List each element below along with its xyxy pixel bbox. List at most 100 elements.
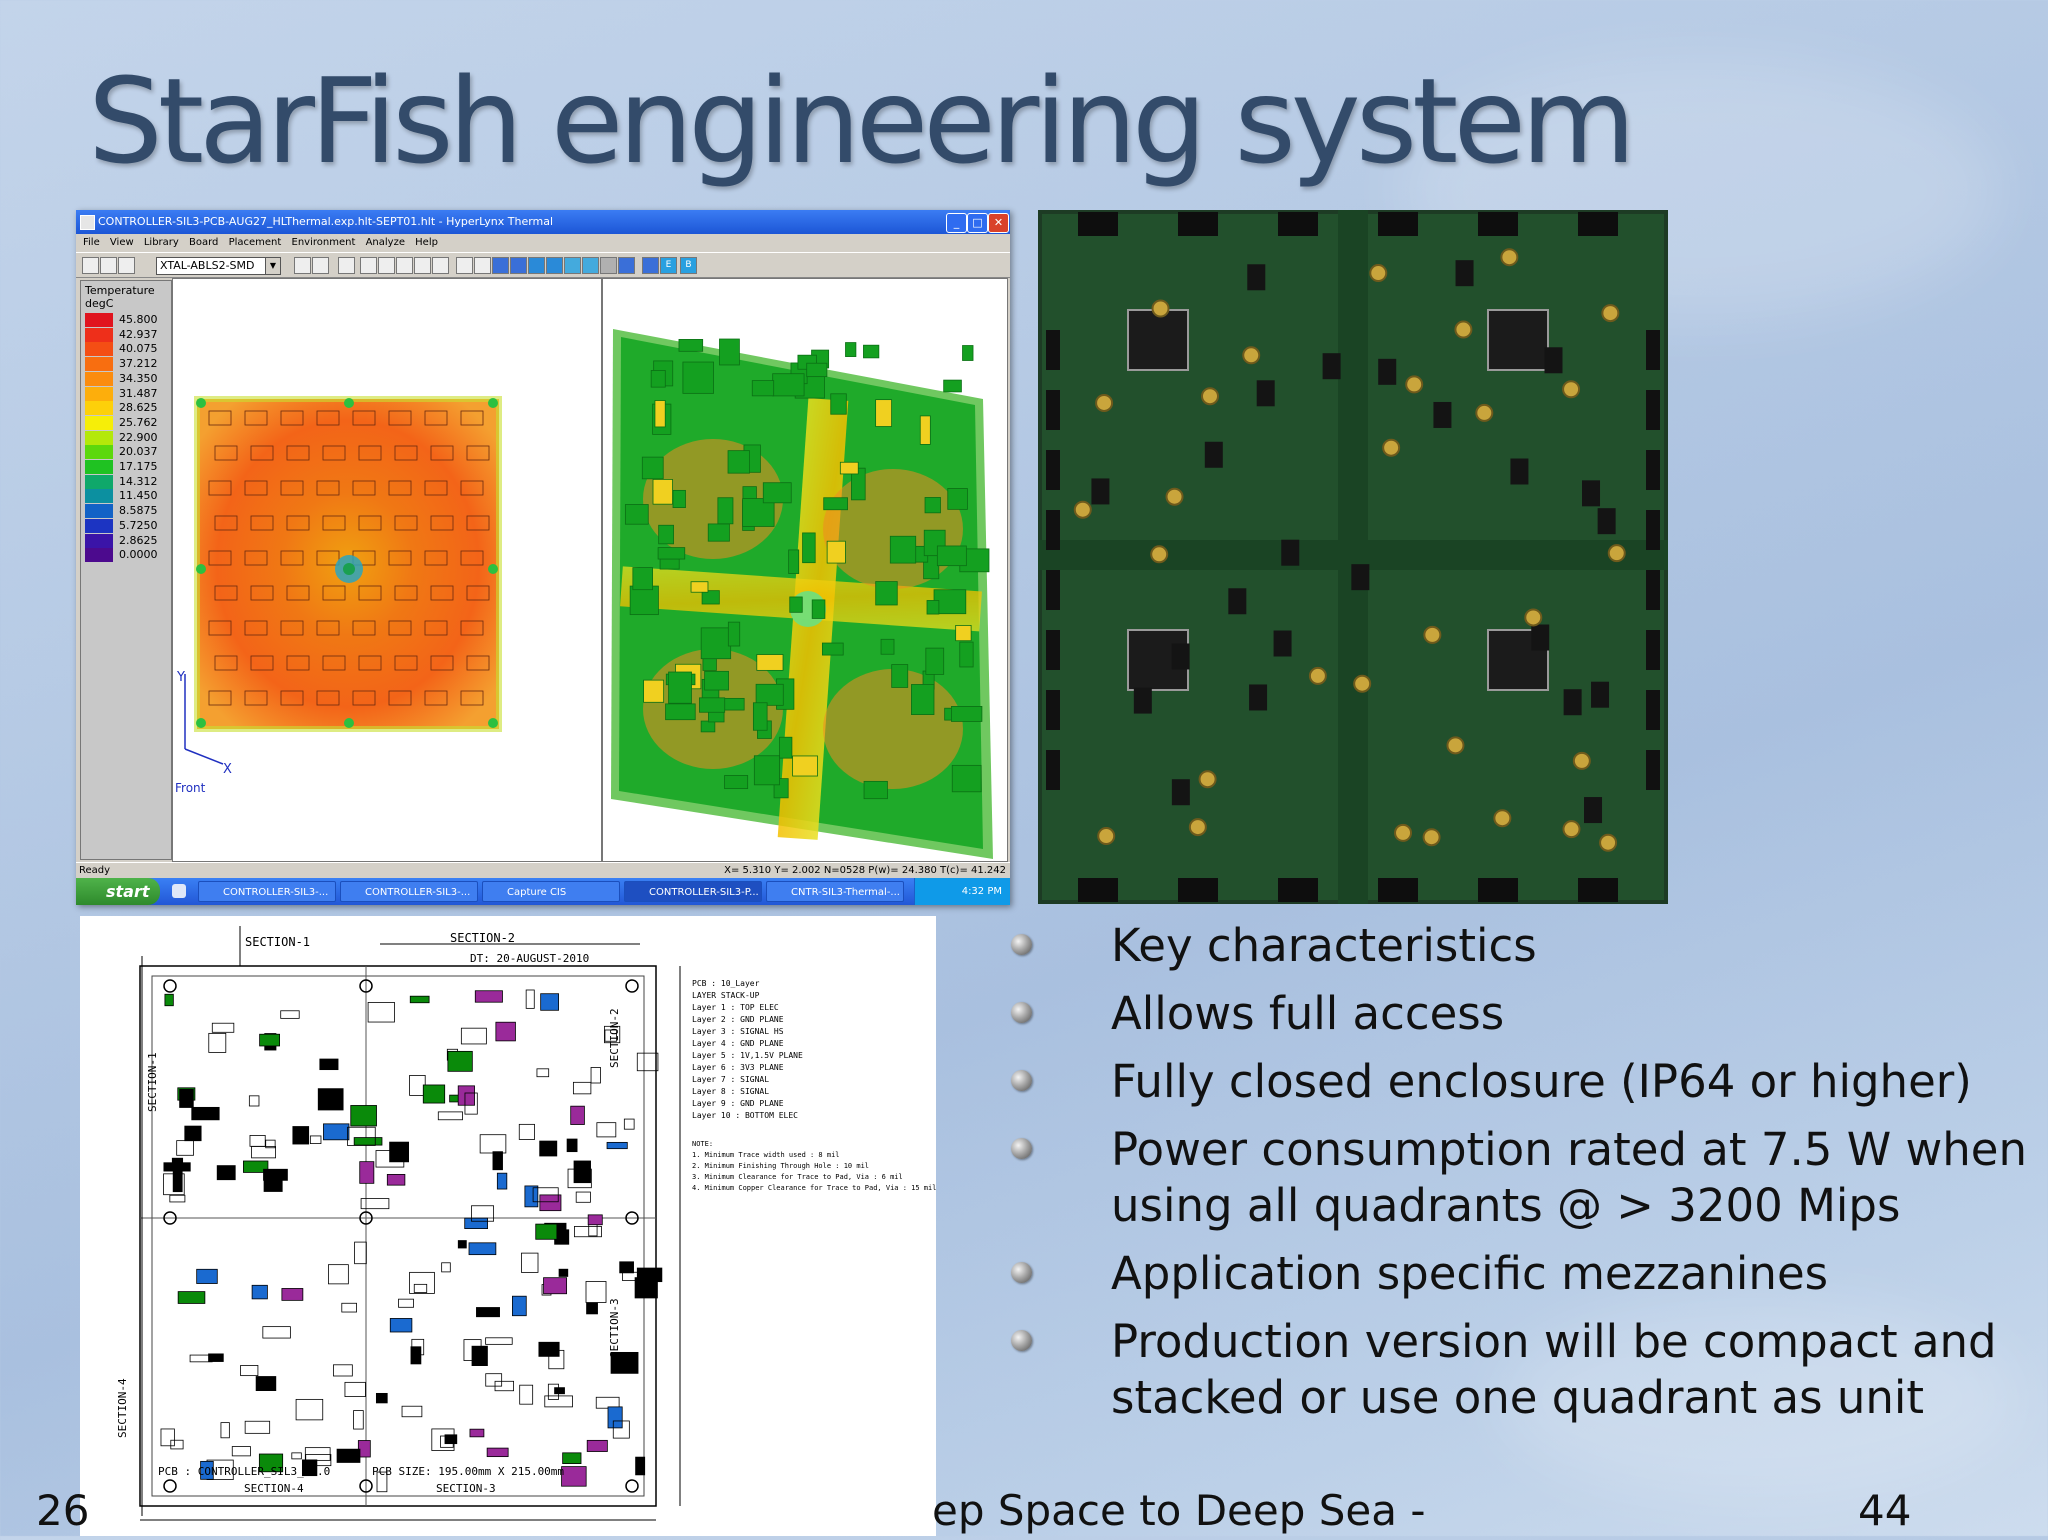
legend-entry: 0.0000 [85,548,167,563]
component-outline [460,480,484,496]
section-3-label: SECTION-3 [436,1482,496,1495]
zoom-icon[interactable] [378,257,395,274]
menu-environment[interactable]: Environment [291,237,356,248]
part-select[interactable]: XTAL-ABLS2-SMD ▼ [156,257,281,275]
menu-view[interactable]: View [109,237,134,248]
legend-value: 37.212 [119,357,158,371]
note-line: 1. Minimum Trace width used : 8 mil [692,1151,840,1159]
grid-icon[interactable] [474,257,491,274]
component-outline [208,620,232,636]
settings-icon[interactable] [600,257,617,274]
taskbar-item-active[interactable]: CONTROLLER-SIL3-P... [624,881,762,902]
gradient-icon[interactable] [546,257,563,274]
component-outline [244,550,268,566]
pan-icon[interactable] [396,257,413,274]
legend-value: 2.8625 [119,533,158,547]
minimize-icon[interactable]: _ [946,213,967,233]
thermal-3d-view[interactable] [602,278,1008,862]
maximize-icon[interactable]: □ [967,213,988,233]
footprint [231,1446,251,1457]
footprint [304,1447,331,1461]
component-outline [388,410,412,426]
chevron-down-icon[interactable]: ▼ [265,258,280,274]
footprint [243,1160,269,1173]
legend-swatch [85,533,113,548]
footprint [485,1337,513,1345]
help-icon[interactable] [312,257,329,274]
component-block [880,638,895,655]
thermal-2d-view[interactable]: Y X Front [172,278,602,862]
menu-help[interactable]: Help [415,237,438,248]
save-icon[interactable] [118,257,135,274]
footprint [367,1002,395,1023]
legend-swatch [85,504,113,519]
component-block [724,775,749,790]
footprint [171,1157,184,1169]
component-block [889,535,917,564]
component-outline [352,410,376,426]
thermal-map-icon[interactable] [510,257,527,274]
menu-placement[interactable]: Placement [228,237,282,248]
menu-analyze[interactable]: Analyze [365,237,405,248]
component-block [788,549,800,574]
component-outline [358,445,382,461]
component-outline [280,410,304,426]
legend-swatch [85,489,113,504]
component-outline [280,620,304,636]
legend-swatch [85,518,113,533]
b-icon[interactable]: B [680,257,697,274]
taskbar-item[interactable]: Capture CIS [482,881,620,902]
connector [1046,630,1060,670]
taskbar: start CONTROLLER-SIL3-... CONTROLLER-SIL… [76,878,1010,905]
e-icon[interactable]: E [660,257,677,274]
redo-icon[interactable] [432,257,449,274]
component-block [891,664,909,688]
new-file-icon[interactable] [82,257,99,274]
section-4-label: SECTION-4 [244,1482,304,1495]
component-outline [394,515,418,531]
print-icon[interactable] [294,257,311,274]
window-titlebar[interactable]: CONTROLLER-SIL3-PCB-AUG27_HLThermal.exp.… [76,210,1010,234]
component-block [751,380,775,397]
power-icon[interactable] [582,257,599,274]
view-icon[interactable] [456,257,473,274]
run-icon[interactable] [618,257,635,274]
footprint [422,1084,446,1104]
mounting-pad [1422,828,1441,847]
rectangle-icon[interactable] [360,257,377,274]
undo-icon[interactable] [414,257,431,274]
footprint [263,1168,288,1181]
mounting-hole [163,979,177,993]
pcb-name-label: PCB : CONTROLLER_SIL3_V1.0 [158,1465,330,1478]
small-ic [1544,347,1563,374]
open-folder-icon[interactable] [100,257,117,274]
flux-icon[interactable] [564,257,581,274]
footprint [521,1252,539,1273]
bullet-item: Key characteristics [1008,918,2038,974]
stackup-line: LAYER STACK-UP [692,991,760,1000]
quicklaunch-icon[interactable] [172,884,186,898]
close-icon[interactable]: ✕ [988,213,1009,233]
select-icon[interactable] [338,257,355,274]
component-outline [388,620,412,636]
component-outline [430,655,454,671]
menu-file[interactable]: File [83,237,100,248]
taskbar-item[interactable]: CNTR-SIL3-Thermal-... [766,881,904,902]
component-outline [460,620,484,636]
bullet-text: Power consumption rated at 7.5 W when us… [1111,1123,2028,1232]
stackup-line: Layer 5 : 1V,1.5V PLANE [692,1051,803,1060]
menu-library[interactable]: Library [143,237,179,248]
temperature-icon[interactable] [528,257,545,274]
taskbar-item[interactable]: CONTROLLER-SIL3-... [340,881,478,902]
legend-entry: 45.800 [85,313,167,327]
bullet-item: Fully closed enclosure (IP64 or higher) [1008,1054,2038,1110]
3d-view-icon[interactable] [642,257,659,274]
component-block [719,338,740,366]
start-button[interactable]: start [76,878,160,905]
layer-icon[interactable] [492,257,509,274]
menu-board[interactable]: Board [189,237,219,248]
component-outline [316,690,340,706]
legend-swatch [85,342,113,357]
taskbar-item[interactable]: CONTROLLER-SIL3-... [198,881,336,902]
